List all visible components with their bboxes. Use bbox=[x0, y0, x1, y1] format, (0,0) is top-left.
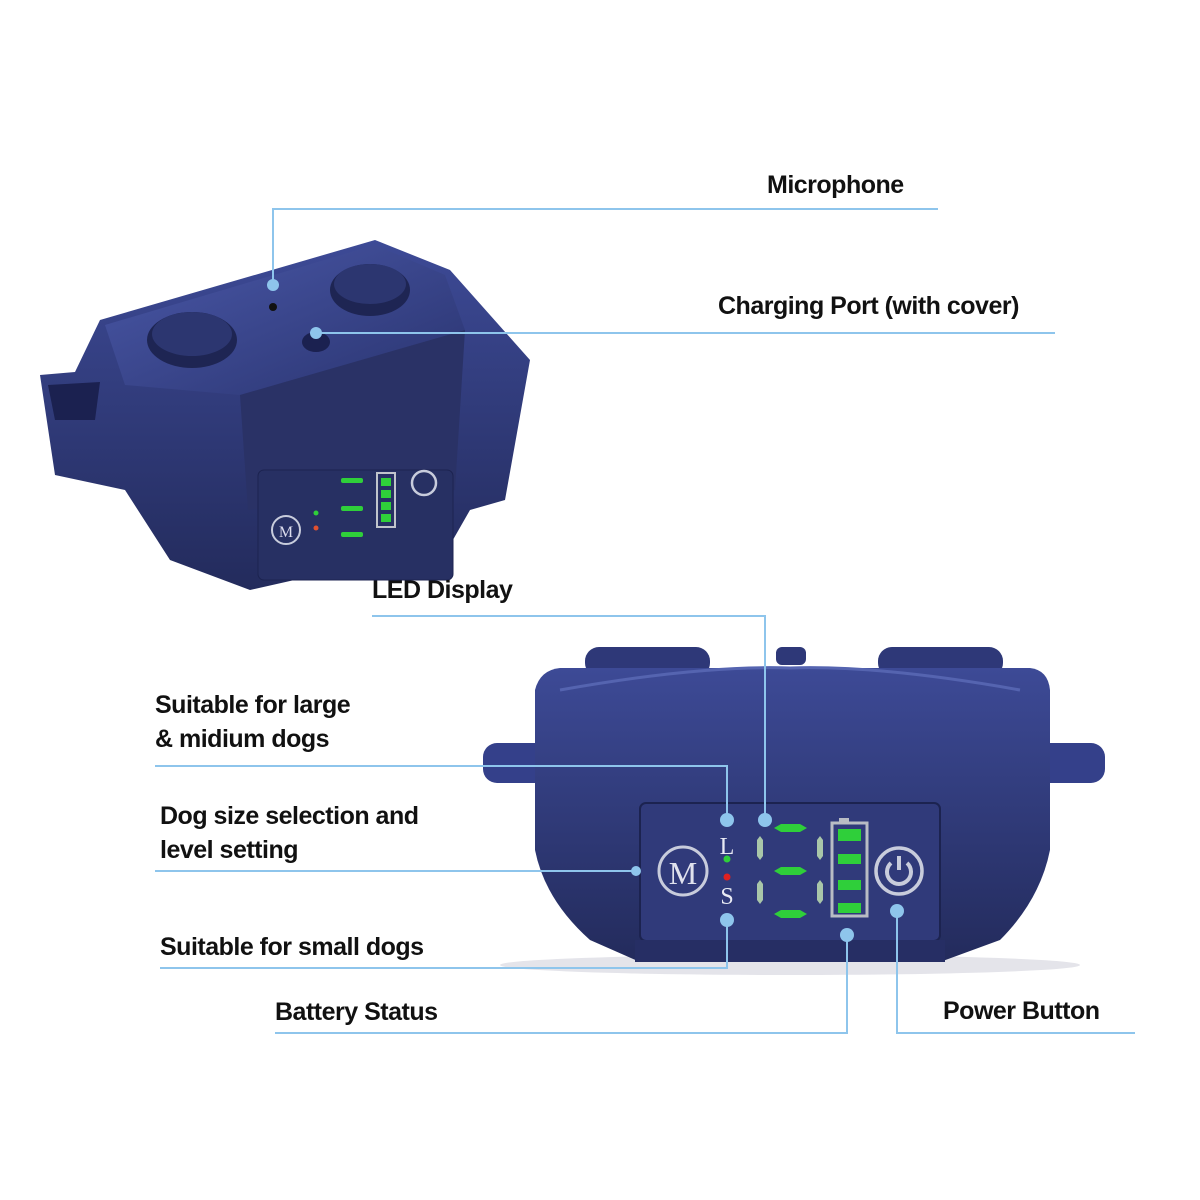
small-dogs-label: Suitable for small dogs bbox=[160, 933, 424, 961]
large-dogs-label: Suitable for large & midium dogs bbox=[155, 688, 351, 756]
battery-bar-4 bbox=[838, 829, 861, 841]
lower-device: M L S bbox=[483, 647, 1105, 975]
dog-size-line1: Dog size selection and bbox=[160, 802, 419, 830]
battery-status-label: Battery Status bbox=[275, 998, 438, 1026]
power-button-label: Power Button bbox=[943, 997, 1100, 1025]
dog-size-label: Dog size selection and level setting bbox=[160, 799, 419, 867]
dog-size-line2: level setting bbox=[160, 836, 298, 864]
svg-text:M: M bbox=[279, 524, 293, 541]
battery-bar-2 bbox=[838, 880, 861, 890]
large-dogs-line1: Suitable for large bbox=[155, 691, 351, 719]
microphone-label: Microphone bbox=[767, 171, 904, 199]
led-display-label: LED Display bbox=[372, 576, 513, 604]
large-dogs-line2: & midium dogs bbox=[155, 725, 330, 753]
charging-port-label: Charging Port (with cover) bbox=[718, 292, 1019, 320]
svg-text:L: L bbox=[720, 834, 735, 860]
svg-text:M: M bbox=[669, 855, 697, 891]
leader-lines bbox=[155, 208, 1135, 1034]
svg-text:S: S bbox=[720, 884, 733, 910]
upper-device: M bbox=[40, 240, 530, 590]
leader-dots bbox=[267, 279, 904, 942]
battery-bar-3 bbox=[838, 854, 861, 864]
battery-bar-1 bbox=[838, 903, 861, 913]
